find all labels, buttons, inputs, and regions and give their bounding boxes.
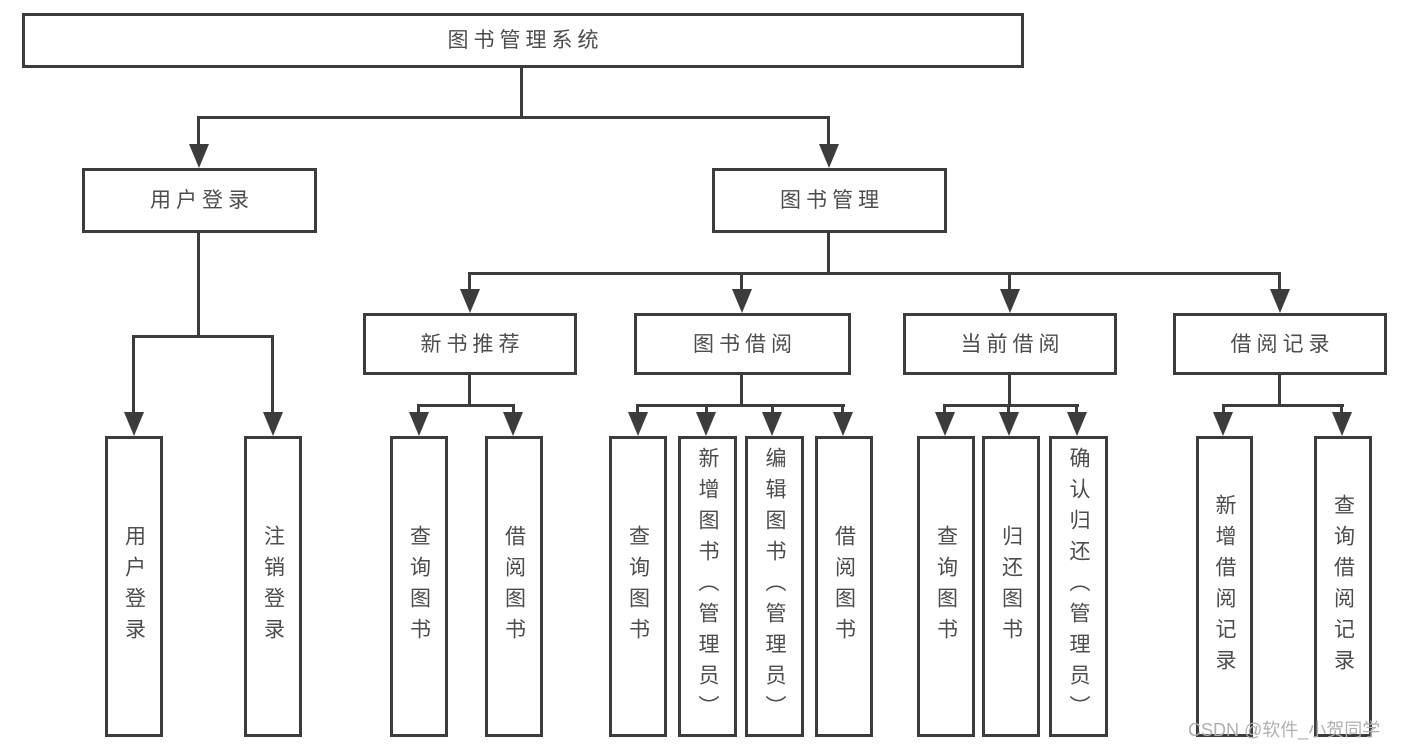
connector-line xyxy=(512,407,515,413)
arrow-down-icon xyxy=(189,144,209,168)
connector-line xyxy=(827,119,830,145)
connector-line xyxy=(1278,375,1281,406)
leaf-label: 确认归还（管理员） xyxy=(1067,447,1090,726)
node-label: 借阅记录 xyxy=(1230,332,1335,356)
connector-line xyxy=(417,404,515,407)
arrow-down-icon xyxy=(460,289,480,313)
leaf-query-books-recommend: 查询图书 xyxy=(390,436,448,737)
connector-line xyxy=(943,404,1079,407)
connector-line xyxy=(468,375,471,406)
leaf-logout: 注销登录 xyxy=(244,436,302,737)
arrow-down-icon xyxy=(628,412,648,436)
leaf-label: 注销登录 xyxy=(261,524,285,649)
arrow-down-icon xyxy=(503,412,523,436)
leaf-query-books-borrowing: 查询图书 xyxy=(609,436,667,737)
leaf-label: 查询借阅记录 xyxy=(1331,493,1355,680)
node-label: 新书推荐 xyxy=(420,332,525,356)
leaf-label: 新增借阅记录 xyxy=(1213,493,1236,680)
arrow-down-icon xyxy=(999,412,1019,436)
node-label: 图书管理系统 xyxy=(447,29,604,52)
node-book-management: 图书管理 xyxy=(712,168,947,233)
connector-line xyxy=(271,338,274,413)
arrow-down-icon xyxy=(1067,412,1087,436)
connector-line xyxy=(1075,407,1078,413)
arrow-down-icon xyxy=(263,412,283,436)
connector-line xyxy=(1340,407,1343,413)
connector-line xyxy=(943,407,946,413)
leaf-borrow-books-recommend: 借阅图书 xyxy=(485,436,543,737)
connector-line xyxy=(1007,407,1010,413)
connector-line xyxy=(468,272,1281,275)
connector-line xyxy=(636,404,845,407)
arrow-down-icon xyxy=(762,412,782,436)
leaf-label: 查询图书 xyxy=(934,524,958,649)
leaf-add-borrow-record: 新增借阅记录 xyxy=(1196,436,1253,737)
leaf-query-books-current: 查询图书 xyxy=(917,436,975,737)
connector-line xyxy=(1222,404,1344,407)
leaf-label: 用户登录 xyxy=(122,524,146,649)
connector-line xyxy=(520,68,523,118)
leaf-label: 新增图书（管理员） xyxy=(696,447,719,726)
leaf-query-borrow-record: 查询借阅记录 xyxy=(1314,436,1372,737)
leaf-confirm-return-admin: 确认归还（管理员） xyxy=(1049,436,1108,737)
node-user-login: 用户登录 xyxy=(82,168,317,233)
leaf-label: 查询图书 xyxy=(626,524,650,649)
leaf-label: 借阅图书 xyxy=(832,524,856,649)
leaf-add-books-admin: 新增图书（管理员） xyxy=(678,436,737,737)
node-new-book-recommendation: 新书推荐 xyxy=(363,313,577,375)
leaf-label: 借阅图书 xyxy=(502,524,526,649)
connector-line xyxy=(636,407,639,413)
arrow-down-icon xyxy=(124,412,144,436)
leaf-label: 编辑图书（管理员） xyxy=(763,447,786,726)
leaf-return-books: 归还图书 xyxy=(982,436,1040,737)
node-label: 当前借阅 xyxy=(960,332,1065,356)
connector-line xyxy=(132,335,274,338)
arrow-down-icon xyxy=(833,412,853,436)
connector-line xyxy=(705,407,708,413)
arrow-down-icon xyxy=(935,412,955,436)
connector-line xyxy=(1278,275,1281,290)
connector-line xyxy=(740,375,743,406)
watermark: CSDN @软件_小贺同学 xyxy=(1188,720,1381,740)
connector-line xyxy=(417,407,420,413)
node-library-system: 图书管理系统 xyxy=(22,13,1024,68)
connector-line xyxy=(197,233,200,336)
arrow-down-icon xyxy=(732,289,752,313)
node-book-borrowing: 图书借阅 xyxy=(634,313,851,375)
arrow-down-icon xyxy=(1213,412,1233,436)
arrow-down-icon xyxy=(1332,412,1352,436)
connector-line xyxy=(1008,375,1011,406)
connector-line xyxy=(197,119,200,145)
node-label: 图书管理 xyxy=(780,189,884,212)
leaf-label: 查询图书 xyxy=(407,524,431,649)
arrow-down-icon xyxy=(409,412,429,436)
connector-line xyxy=(1222,407,1225,413)
node-borrowing-records: 借阅记录 xyxy=(1173,313,1387,375)
node-current-borrowing: 当前借阅 xyxy=(903,313,1117,375)
leaf-user-login: 用户登录 xyxy=(105,436,163,737)
connector-line xyxy=(197,116,830,119)
leaf-edit-books-admin: 编辑图书（管理员） xyxy=(745,436,804,737)
connector-line xyxy=(468,275,471,290)
connector-line xyxy=(740,275,743,290)
connector-line xyxy=(132,338,135,413)
connector-line xyxy=(827,233,830,274)
node-label: 图书借阅 xyxy=(693,332,797,356)
connector-line xyxy=(841,407,844,413)
arrow-down-icon xyxy=(819,144,839,168)
connector-line xyxy=(1008,275,1011,290)
arrow-down-icon xyxy=(696,412,716,436)
arrow-down-icon xyxy=(1000,289,1020,313)
leaf-borrow-books: 借阅图书 xyxy=(815,436,873,737)
node-label: 用户登录 xyxy=(150,189,254,212)
leaf-label: 归还图书 xyxy=(999,524,1023,649)
connector-line xyxy=(771,407,774,413)
arrow-down-icon xyxy=(1270,289,1290,313)
